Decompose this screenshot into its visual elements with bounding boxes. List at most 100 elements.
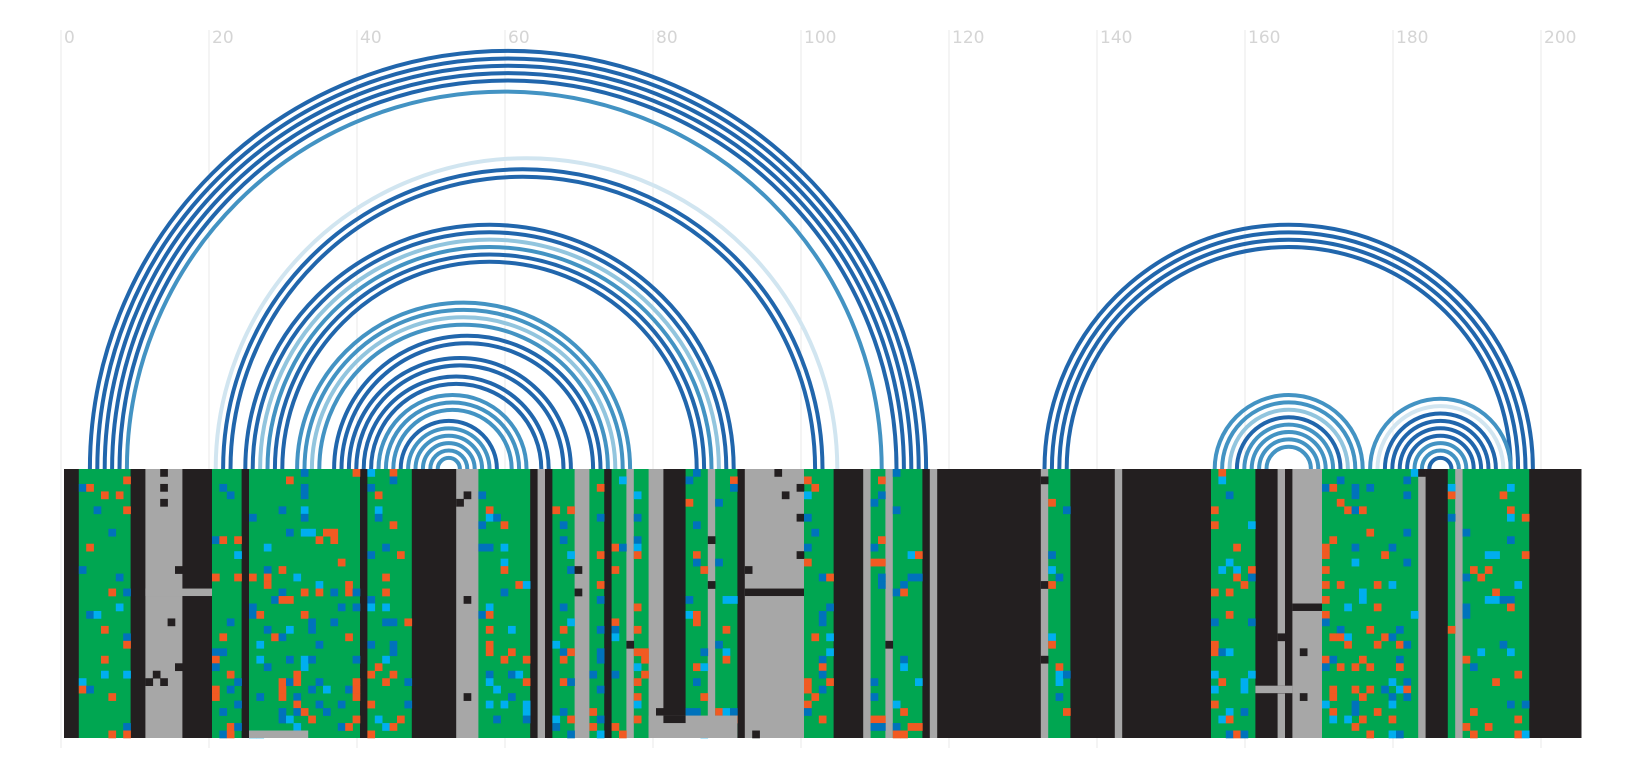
matrix-cell-cyan bbox=[1218, 476, 1227, 485]
matrix-cell-blue bbox=[522, 715, 531, 724]
matrix-band-black bbox=[1122, 469, 1212, 738]
arc-28-86 bbox=[272, 252, 707, 470]
matrix-cell-cyan bbox=[1211, 670, 1219, 679]
matrix-cell-orange bbox=[1336, 581, 1345, 589]
matrix-cell-blue bbox=[693, 708, 701, 716]
matrix-cell-blue bbox=[559, 521, 568, 530]
matrix-cell-black bbox=[160, 678, 168, 686]
matrix-cell-blue bbox=[337, 603, 346, 612]
matrix-cell-blue bbox=[804, 543, 812, 552]
matrix-cell-orange bbox=[1484, 566, 1493, 574]
matrix-cell-orange bbox=[1322, 551, 1330, 559]
arc-179-192 bbox=[1390, 418, 1491, 470]
matrix-cell-blue bbox=[86, 610, 94, 619]
matrix-cell-orange bbox=[263, 581, 272, 589]
matrix-cell-orange bbox=[1499, 491, 1508, 500]
matrix-block-black bbox=[744, 588, 804, 597]
matrix-band-black bbox=[545, 469, 553, 738]
matrix-cell-cyan bbox=[493, 685, 501, 694]
matrix-cell-orange bbox=[345, 723, 353, 731]
matrix-cell-blue bbox=[508, 693, 516, 701]
matrix-cell-blue bbox=[693, 469, 701, 477]
matrix-cell-blue bbox=[559, 603, 568, 612]
matrix-cell-blue bbox=[1388, 693, 1397, 701]
matrix-cell-orange bbox=[1329, 693, 1338, 701]
matrix-cell-cyan bbox=[300, 528, 309, 537]
matrix-cell-orange bbox=[108, 730, 117, 739]
arc-7-112 bbox=[117, 78, 899, 470]
matrix-cell-orange bbox=[900, 588, 908, 597]
matrix-cell-blue bbox=[700, 648, 709, 657]
matrix-cell-orange bbox=[1322, 543, 1330, 552]
matrix-cell-orange bbox=[559, 655, 568, 664]
matrix-cell-blue bbox=[308, 685, 316, 694]
arc-37-71 bbox=[339, 341, 596, 470]
matrix-cell-cyan bbox=[308, 528, 316, 537]
matrix-cell-blue bbox=[596, 625, 605, 634]
matrix-cell-orange bbox=[878, 476, 886, 485]
matrix-band-gray bbox=[574, 469, 590, 738]
matrix-cell-blue bbox=[685, 596, 694, 604]
matrix-cell-orange bbox=[315, 536, 324, 545]
matrix-cell-orange bbox=[915, 551, 923, 559]
matrix-cell-black bbox=[656, 708, 664, 716]
matrix-cell-cyan bbox=[1248, 670, 1256, 679]
matrix-cell-blue bbox=[552, 723, 561, 731]
matrix-cell-cyan bbox=[1218, 566, 1227, 574]
matrix-cell-blue bbox=[1499, 640, 1508, 649]
arc-43-61 bbox=[383, 400, 522, 470]
matrix-cell-orange bbox=[352, 678, 361, 686]
matrix-cell-orange bbox=[226, 670, 235, 679]
matrix-cell-black bbox=[167, 618, 176, 627]
x-tick-label: 140 bbox=[1100, 28, 1132, 48]
matrix-band-gray bbox=[707, 469, 716, 738]
arc-21-102 bbox=[221, 167, 825, 470]
matrix-cell-orange bbox=[226, 723, 235, 731]
matrix-cell-blue bbox=[1218, 648, 1227, 657]
matrix-cell-orange bbox=[382, 678, 390, 686]
matrix-band-gray bbox=[1277, 469, 1286, 738]
matrix-cell-cyan bbox=[907, 551, 916, 559]
matrix-cell-black bbox=[707, 581, 716, 589]
matrix-cell-blue bbox=[389, 618, 398, 627]
matrix-cell-cyan bbox=[256, 655, 265, 664]
matrix-cell-cyan bbox=[633, 491, 642, 500]
matrix-cell-cyan bbox=[315, 581, 324, 589]
matrix-cell-blue bbox=[86, 685, 94, 694]
matrix-cell-orange bbox=[878, 715, 886, 724]
matrix-band-black bbox=[1255, 469, 1279, 738]
matrix-band-black bbox=[922, 469, 931, 738]
matrix-cell-orange bbox=[633, 551, 642, 559]
matrix-cell-cyan bbox=[382, 723, 390, 731]
matrix-cell-orange bbox=[345, 633, 353, 642]
arc-6-113 bbox=[110, 71, 906, 470]
matrix-cell-blue bbox=[1499, 596, 1508, 604]
matrix-cell-cyan bbox=[485, 603, 494, 612]
matrix-cell-orange bbox=[278, 596, 287, 604]
matrix-cell-blue bbox=[1403, 558, 1412, 567]
matrix-cell-orange bbox=[219, 536, 228, 545]
matrix-cell-cyan bbox=[1225, 648, 1234, 657]
matrix-cell-orange bbox=[404, 618, 413, 627]
arc-161-169 bbox=[1257, 437, 1321, 470]
matrix-cell-cyan bbox=[367, 603, 376, 612]
matrix-cell-black bbox=[1299, 693, 1308, 701]
matrix-cell-orange bbox=[300, 708, 309, 716]
matrix-cell-blue bbox=[123, 588, 131, 597]
matrix-cell-cyan bbox=[722, 708, 731, 716]
matrix-cell-orange bbox=[1462, 655, 1471, 664]
matrix-cell-orange bbox=[1403, 685, 1412, 694]
matrix-cell-blue bbox=[78, 566, 87, 574]
matrix-cell-cyan bbox=[374, 715, 383, 724]
arc-180-191 bbox=[1397, 426, 1484, 470]
matrix-cell-blue bbox=[374, 513, 383, 522]
matrix-band-black bbox=[737, 469, 746, 738]
matrix-cell-blue bbox=[352, 588, 361, 597]
matrix-cell-orange bbox=[352, 685, 361, 694]
matrix-cell-blue bbox=[1322, 618, 1330, 627]
matrix-cell-black bbox=[1277, 633, 1286, 642]
matrix-cell-orange bbox=[1470, 730, 1478, 739]
matrix-cell-orange bbox=[559, 625, 568, 634]
matrix-cell-orange bbox=[804, 558, 812, 567]
arc-133-197 bbox=[1049, 230, 1528, 470]
